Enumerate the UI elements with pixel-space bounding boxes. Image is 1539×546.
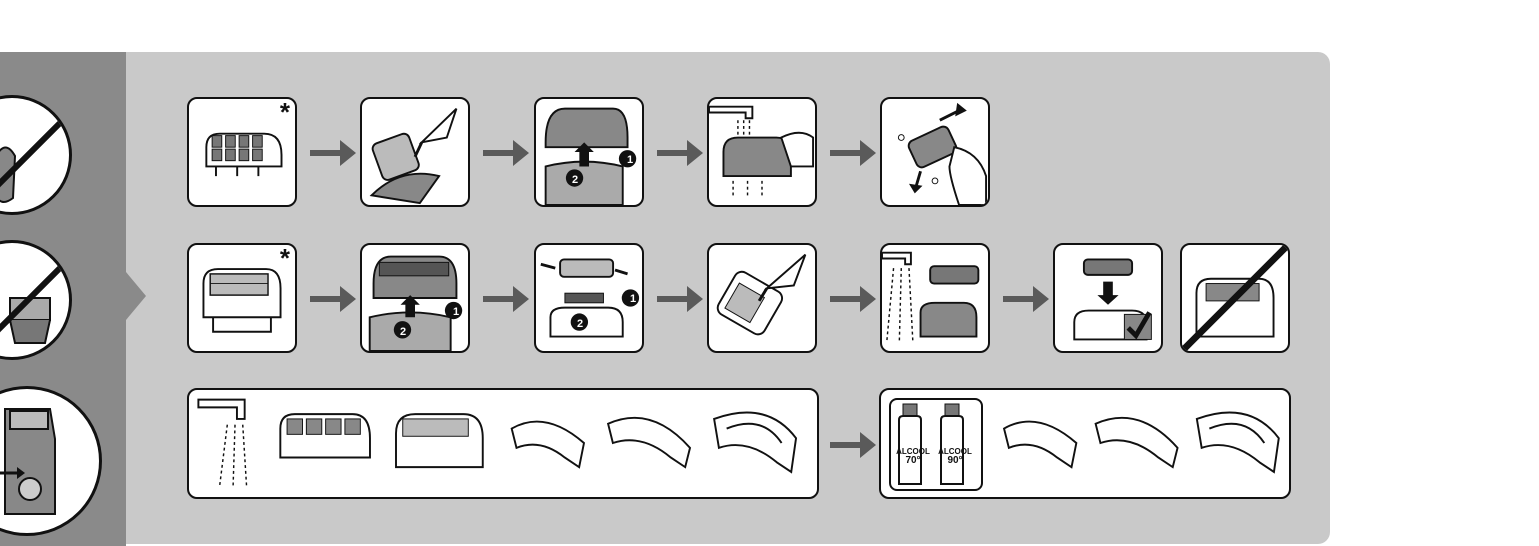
asterisk-mark: * <box>280 245 290 271</box>
step-detach-foil: 1 2 <box>534 243 644 353</box>
step-number-2: 2 <box>400 326 406 338</box>
arrow-right-icon <box>830 430 876 460</box>
arrow-right-icon <box>657 284 703 314</box>
arrow-right-icon <box>830 138 876 168</box>
arrow-right-icon <box>310 138 356 168</box>
panel-pointer <box>126 272 146 320</box>
reassemble-wrong-icon <box>1182 245 1288 351</box>
remove-shaver-head-icon <box>362 245 468 351</box>
rinse-shaver-icon <box>882 245 988 351</box>
step-shake-dry <box>880 97 990 207</box>
disinfect-parts-box: ALCOOL 70° ALCOOL 90° <box>879 388 1291 499</box>
rinsable-parts-icon <box>189 390 817 497</box>
step-rinse-shaver <box>880 243 990 353</box>
alcohol-percent-2: 90° <box>935 456 975 467</box>
step-remove-head: 1 2 <box>534 97 644 207</box>
step-remove-shaver: 1 2 <box>360 243 470 353</box>
step-brush-head <box>360 97 470 207</box>
reassemble-check-icon <box>1055 245 1161 351</box>
arrow-right-icon <box>657 138 703 168</box>
alcohol-percent-1: 70° <box>893 456 933 467</box>
step-epilation-head: * <box>187 97 297 207</box>
rinse-tap-icon <box>709 99 815 205</box>
step-number-2: 2 <box>577 318 583 330</box>
step-number-1: 1 <box>453 306 459 318</box>
step-number-1: 1 <box>627 154 633 166</box>
step-rinse-head <box>707 97 817 207</box>
remove-head-icon <box>536 99 642 205</box>
alcohol-90-label: ALCOOL 90° <box>935 448 975 467</box>
step-reassemble-wrong <box>1180 243 1290 353</box>
alcohol-bottles-group: ALCOOL 70° ALCOOL 90° <box>889 398 983 491</box>
arrow-right-icon <box>310 284 356 314</box>
shake-dry-icon <box>882 99 988 205</box>
arrow-right-icon <box>483 138 529 168</box>
rinse-parts-box <box>187 388 819 499</box>
step-shaver-head: * <box>187 243 297 353</box>
step-brush-shaver <box>707 243 817 353</box>
step-reassemble-ok <box>1053 243 1163 353</box>
arrow-right-icon <box>1003 284 1049 314</box>
disinfect-caps-icon <box>989 390 1289 497</box>
cleaning-brush-icon <box>362 99 468 205</box>
step-number-1: 1 <box>630 293 636 305</box>
step-number-2: 2 <box>572 174 578 186</box>
alcohol-70-label: ALCOOL 70° <box>893 448 933 467</box>
arrow-right-icon <box>483 284 529 314</box>
brush-shaver-icon <box>709 245 815 351</box>
asterisk-mark: * <box>280 99 290 125</box>
alcohol-bottles-icon <box>891 400 981 489</box>
detach-foil-icon <box>536 245 642 351</box>
arrow-right-icon <box>830 284 876 314</box>
